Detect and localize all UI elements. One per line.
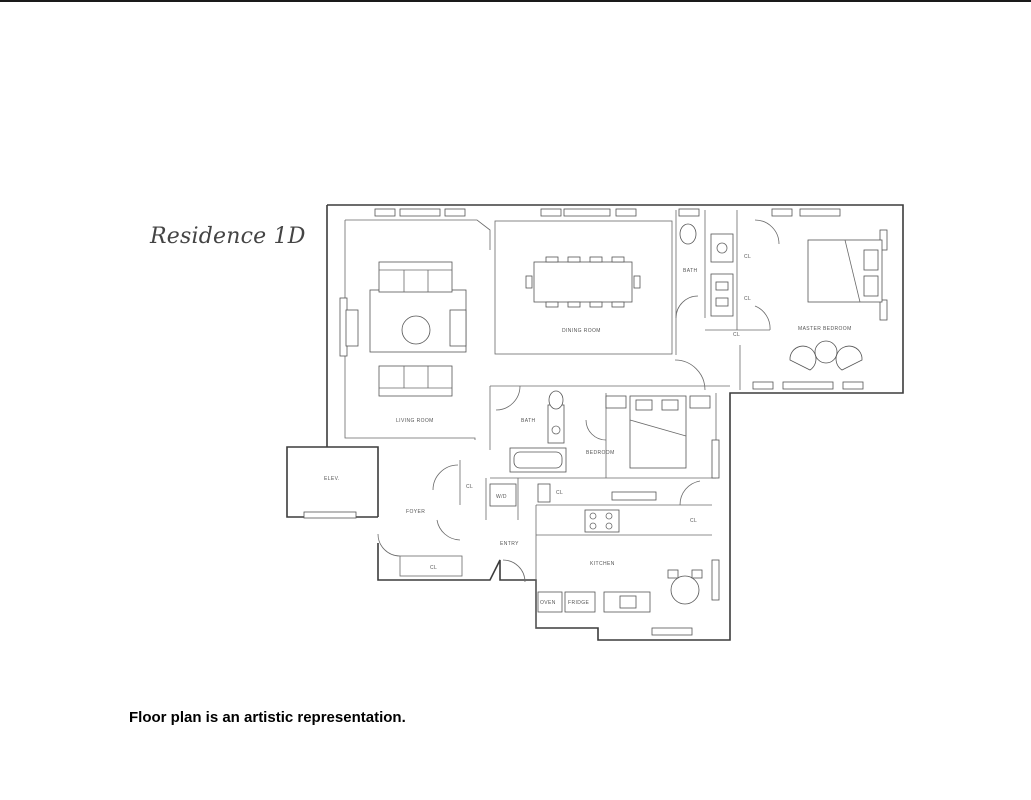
bedroom-fixtures xyxy=(509,390,711,501)
label-closet: CL xyxy=(733,332,740,338)
label-closet: CL xyxy=(744,296,751,302)
label-elevator: ELEV. xyxy=(324,476,340,482)
label-closet: CL xyxy=(430,565,437,571)
label-closet: CL xyxy=(556,490,563,496)
label-oven: OVEN xyxy=(540,600,556,606)
windows xyxy=(303,208,888,636)
kitchen-fixtures xyxy=(489,483,703,613)
living-room-furniture xyxy=(345,261,467,397)
label-bedroom: BEDROOM xyxy=(586,450,615,456)
master-suite-fixtures xyxy=(679,223,883,371)
label-master-bedroom: MASTER BEDROOM xyxy=(798,326,852,332)
room-labels: LIVING ROOM DINING ROOM MASTER BEDROOM B… xyxy=(324,254,852,606)
top-rule xyxy=(0,0,1031,2)
label-kitchen: KITCHEN xyxy=(590,561,615,567)
label-fridge: FRIDGE xyxy=(568,600,590,606)
label-entry: ENTRY xyxy=(500,541,519,547)
label-bath-master: BATH xyxy=(683,268,698,274)
disclaimer-caption: Floor plan is an artistic representation… xyxy=(129,709,406,726)
label-living-room: LIVING ROOM xyxy=(396,418,434,424)
label-foyer: FOYER xyxy=(406,509,425,515)
residence-title: Residence 1D xyxy=(150,224,306,249)
label-dining-room: DINING ROOM xyxy=(562,328,601,334)
label-wd: W/D xyxy=(496,494,507,500)
door-swings xyxy=(377,219,780,583)
label-closet: CL xyxy=(466,484,473,490)
dining-room-furniture xyxy=(525,256,641,308)
label-bath-second: BATH xyxy=(521,418,536,424)
label-closet: CL xyxy=(690,518,697,524)
label-closet: CL xyxy=(744,254,751,260)
